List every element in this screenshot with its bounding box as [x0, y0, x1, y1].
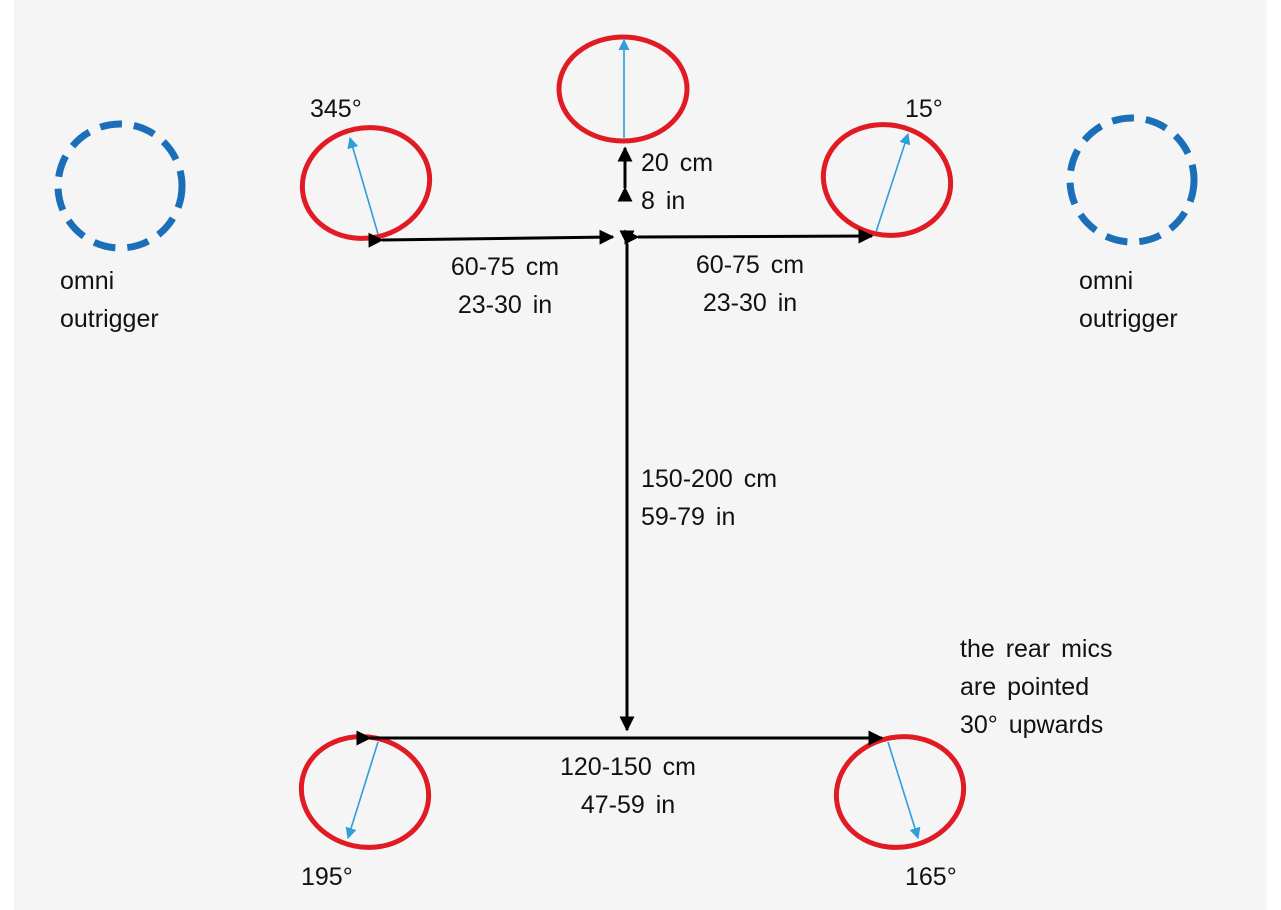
angle-label-rear-right: 165° — [905, 863, 957, 891]
note-line1: the rear mics — [960, 635, 1113, 663]
dim-left-imperial: 23-30 in — [457, 291, 553, 319]
diagram-background — [14, 0, 1267, 910]
note-line2: are pointed — [960, 673, 1090, 701]
dim-right-imperial: 23-30 in — [702, 289, 798, 317]
dimension-label-center-to-front: 20 cm 8 in — [641, 144, 713, 220]
rear-mics-tilt-note: the rear mics are pointed 30° upwards — [960, 630, 1112, 744]
angle-label-rear-left: 195° — [301, 863, 353, 891]
omni-left-line1: omni — [60, 267, 115, 295]
angle-label-front-left: 345° — [310, 95, 362, 123]
mic-pattern-rear-right — [833, 734, 967, 850]
omni-outrigger-left-label: omni outrigger — [60, 262, 159, 338]
dim-length-metric: 150-200 cm — [641, 465, 778, 493]
dimension-label-front-to-rear: 150-200 cm 59-79 in — [641, 460, 777, 536]
omni-right-line2: outrigger — [1079, 305, 1178, 333]
mic-pattern-rear-left — [298, 734, 432, 850]
dim-rear-imperial: 47-59 in — [580, 791, 676, 819]
omni-outrigger-left-symbol — [54, 120, 186, 252]
dim-front-metric: 20 cm — [641, 149, 714, 177]
mic-pattern-front-right — [820, 122, 954, 238]
dim-rear-metric: 120-150 cm — [559, 753, 697, 781]
omni-outrigger-right-symbol — [1066, 114, 1198, 246]
dimension-label-rear-width: 120-150 cm 47-59 in — [528, 748, 728, 824]
omni-right-line1: omni — [1079, 267, 1134, 295]
mic-pattern-center — [556, 34, 690, 144]
dimension-line-center-to-left — [368, 229, 615, 248]
mic-pattern-front-left — [299, 125, 433, 241]
mic-direction-front-left-arrow — [347, 136, 379, 235]
angle-label-front-right: 15° — [905, 95, 943, 123]
dimension-line-center-to-right — [624, 228, 874, 245]
note-line3: 30° upwards — [960, 711, 1104, 739]
omni-outrigger-right-label: omni outrigger — [1079, 262, 1178, 338]
dim-length-imperial: 59-79 in — [641, 503, 736, 531]
dim-left-metric: 60-75 cm — [450, 253, 560, 281]
dim-right-metric: 60-75 cm — [695, 251, 805, 279]
dimension-label-center-to-right: 60-75 cm 23-30 in — [650, 246, 850, 322]
omni-left-line2: outrigger — [60, 305, 159, 333]
dimension-label-center-to-left: 60-75 cm 23-30 in — [405, 248, 605, 324]
dim-front-imperial: 8 in — [641, 187, 686, 215]
mic-direction-front-right-arrow — [875, 132, 911, 233]
mic-direction-rear-left-arrow — [345, 741, 379, 840]
mic-direction-rear-right-arrow — [887, 741, 921, 840]
